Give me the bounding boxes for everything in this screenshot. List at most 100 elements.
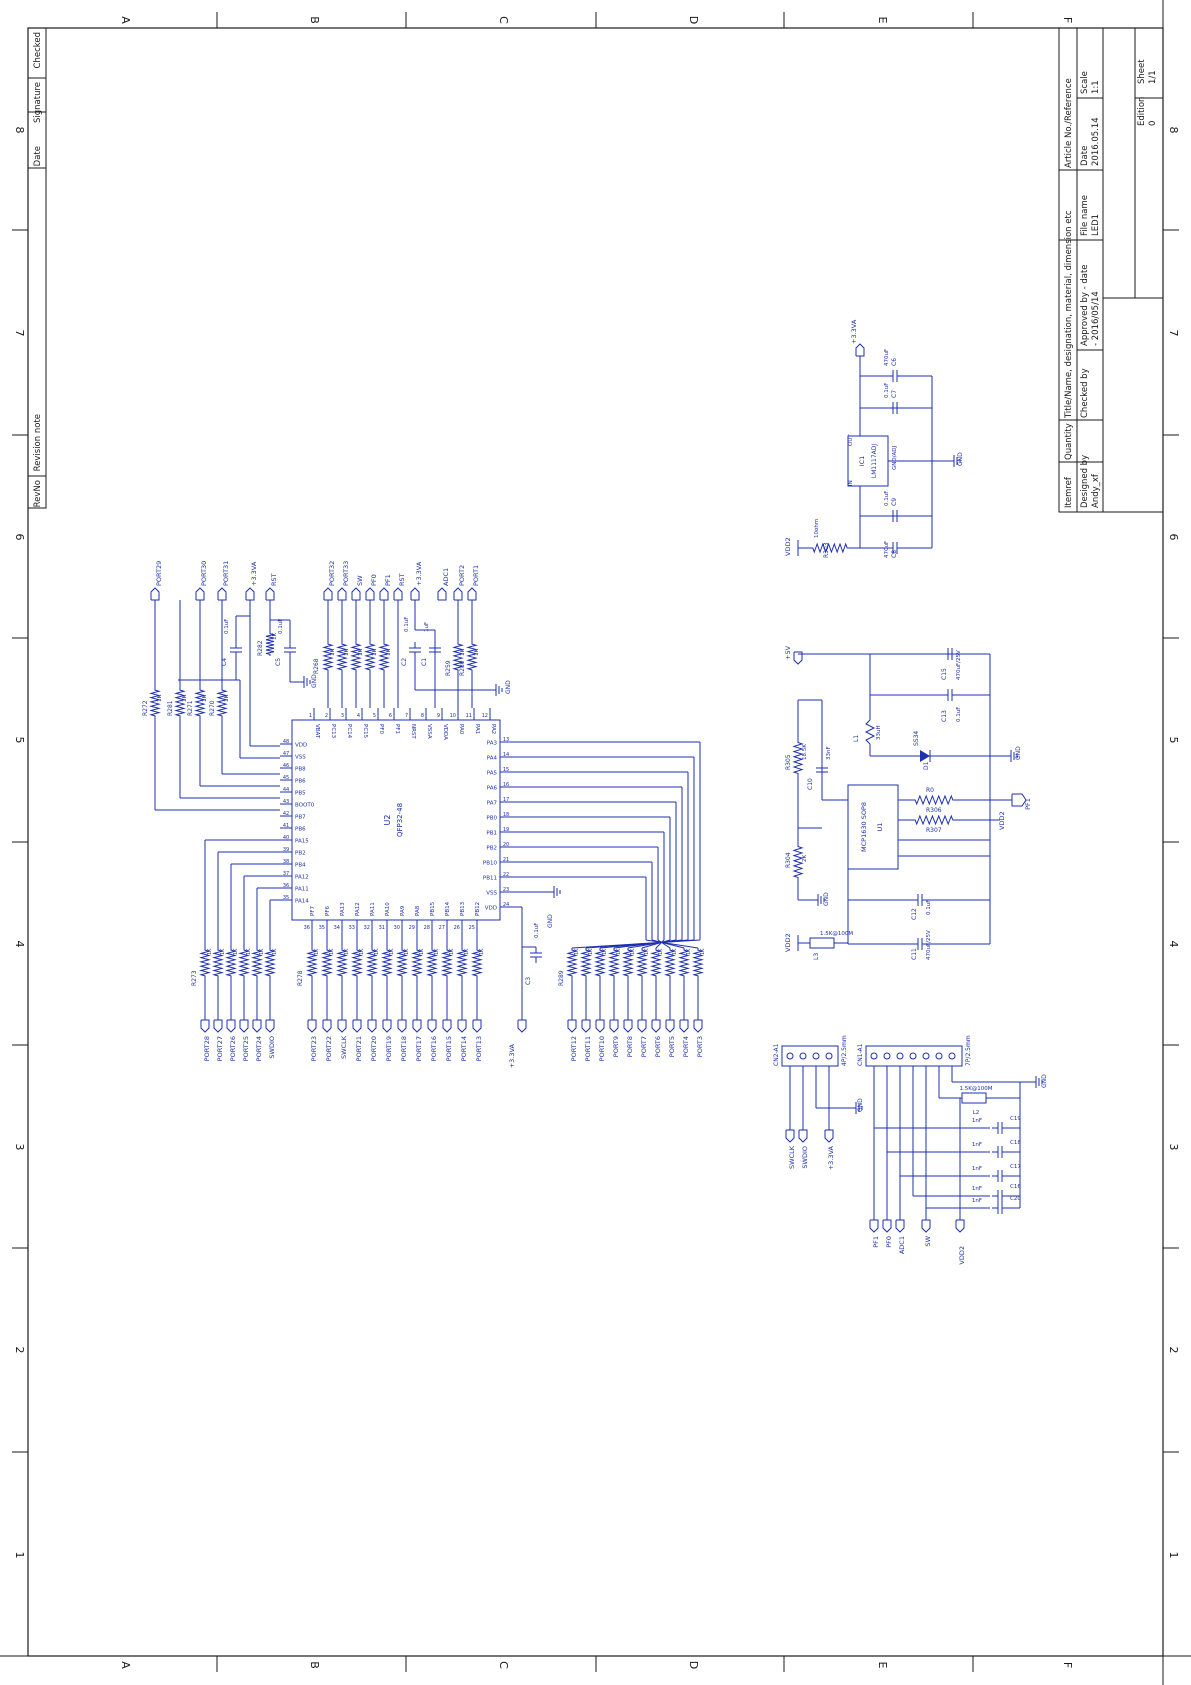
mcu-top-net-port: [245, 587, 255, 601]
mcu-bottom-net-label: PORT10: [598, 1036, 606, 1061]
resistor-value: 1K: [359, 948, 365, 955]
pullup-resistor: [322, 642, 334, 672]
mcu-pin-name: VSS: [486, 891, 497, 897]
tb-designed-by-label: Designed by: [1080, 455, 1090, 508]
mcu-pin-name: PA9: [400, 905, 406, 916]
vdd2-label: VDD2: [998, 811, 1006, 830]
ldo-ref: IC1: [858, 456, 866, 467]
series-resistor: [650, 948, 662, 978]
ldo-out-port: [855, 343, 865, 357]
capacitor-value: 1nF: [972, 1166, 982, 1172]
cn2-net-label: SWCLK: [788, 1145, 796, 1169]
mcu-pin-number: 48: [283, 739, 289, 745]
mcu-pin-name: VDDA: [442, 724, 448, 740]
tb-quantity-label: Quantity: [1064, 423, 1074, 460]
ldo-out-label: +3.3VA: [850, 319, 858, 344]
pullup-resistor: [466, 642, 478, 672]
mcu-pin-name: VDD: [485, 906, 497, 912]
capacitor-ref: C7: [891, 390, 898, 398]
series-resistor: [199, 948, 211, 978]
mcu-pin-number: 34: [334, 925, 340, 931]
resistor-value: 1K: [358, 649, 364, 656]
capacitor-value: 0.1uF: [926, 900, 932, 915]
mcu-bottom-net-port: [397, 1019, 407, 1033]
inductor: [864, 719, 876, 745]
resistor-ref: R303: [823, 542, 830, 558]
mcu-bottom-net-port: [322, 1019, 332, 1033]
mcu-bottom-net-port: [665, 1019, 675, 1033]
resistor-value: 18.5K: [802, 744, 808, 760]
resistor-value: 1K: [207, 948, 213, 955]
pullup-resistor: [149, 688, 161, 718]
resistor-value: 1K: [672, 948, 678, 955]
resistor-value: 1K: [644, 948, 650, 955]
resistor-value: 1K: [434, 948, 440, 955]
pullup-resistor: [336, 642, 348, 672]
pf1-label: PF1: [1024, 798, 1032, 810]
mcu-pin-number: 30: [394, 925, 400, 931]
mcu-bottom-net-label: PORT11: [584, 1036, 592, 1061]
capacitor-value: 0.1uF: [224, 619, 230, 634]
net-label-3v3: +3.3VA: [508, 1043, 516, 1068]
mcu-bottom-net-port: [213, 1019, 223, 1033]
series-resistor: [366, 948, 378, 978]
capacitor-value: 0.1uF: [884, 383, 890, 398]
buck-5v-label: +5V: [784, 645, 792, 660]
resistor-ref: R0: [926, 787, 934, 794]
mcu-pin-name: PF7: [310, 906, 316, 916]
connector-cn2: [781, 1045, 839, 1067]
capacitor-ref: C12: [911, 908, 918, 920]
mcu-pin-name: PA7: [487, 801, 498, 807]
resistor-value: 1K: [372, 649, 378, 656]
tb-scale-label: Scale: [1080, 71, 1090, 94]
buck-ic-body: [847, 784, 899, 870]
ground-label: GND: [505, 680, 512, 694]
mcu-top-net-port: [150, 587, 160, 601]
resistor-value: 1K: [630, 948, 636, 955]
capacitor-ref: C9: [891, 498, 898, 506]
mcu-pin-name: PA0: [458, 724, 464, 735]
ldo-pin-gnd-adj: GND/ADJ: [892, 446, 898, 470]
row-label-4-right: 4: [1167, 941, 1180, 948]
rev-checked-label: Checked: [33, 32, 43, 68]
mcu-pin-name: PC15: [362, 724, 368, 739]
mcu-part: QFP32-48: [396, 803, 404, 837]
capacitor-ref: C3: [525, 977, 532, 985]
resistor-value: 1K: [224, 695, 230, 702]
mcu-bottom-net-label: PORT5: [668, 1036, 676, 1057]
mcu-pin-number: 16: [503, 782, 509, 788]
mcu-pin-number: 18: [503, 812, 509, 818]
mcu-pin-name: PF0: [378, 724, 384, 734]
mcu-top-net-label: +3.3VA: [415, 561, 423, 586]
resistor-value: 1K: [202, 695, 208, 702]
wire: [655, 939, 665, 949]
capacitor-value: 0.1uF: [534, 923, 540, 938]
row-label-6-right: 6: [1167, 534, 1180, 541]
mcu-pin-name: PA4: [487, 756, 498, 762]
mcu-pin-name: VSS: [295, 755, 306, 761]
resistor-ref: R304: [785, 852, 792, 868]
ground-label: GND: [311, 674, 318, 688]
mcu-bottom-net-port: [367, 1019, 377, 1033]
bead-value: 1.5K@100M: [959, 1086, 992, 1092]
mcu-pin-number: 7: [405, 713, 408, 719]
wire: [645, 939, 699, 949]
connector-pin: [935, 1052, 943, 1060]
border-columns: A B C D E F A B C D E F: [119, 12, 1074, 1672]
mcu-pin-name: PA11: [295, 887, 309, 893]
capacitor-value: 1nF: [972, 1198, 982, 1204]
pullup-resistor: [452, 642, 464, 672]
mcu-pin-number: 46: [283, 763, 289, 769]
connector-pin: [799, 1052, 807, 1060]
resistor-value: 1K: [344, 948, 350, 955]
resistor-value: 1K: [574, 948, 580, 955]
mcu-top-net-port: [195, 587, 205, 601]
resistor-ref: R282: [257, 640, 264, 656]
capacitor-value: 470uF: [884, 349, 890, 366]
resistor-ref: R306: [926, 807, 942, 814]
cn2-net-port: [824, 1129, 834, 1143]
mcu-bottom-net-label: PORT20: [370, 1036, 378, 1061]
mcu-bottom-net-port: [307, 1019, 317, 1033]
cn1-net-label: PF1: [872, 1236, 880, 1248]
